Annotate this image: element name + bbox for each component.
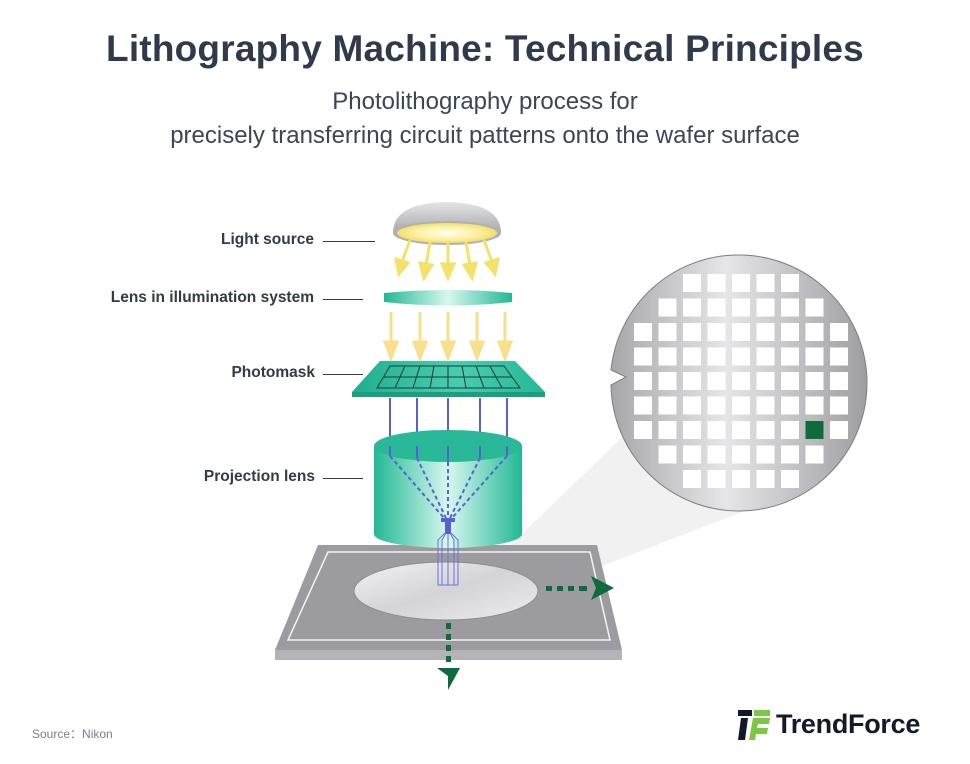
wafer-die — [805, 372, 824, 390]
wafer-die — [732, 372, 750, 390]
wafer-die — [683, 274, 701, 292]
wafer-die — [781, 470, 799, 488]
wafer-die — [830, 347, 848, 366]
label-photomask: Photomask — [231, 364, 315, 381]
leader-line-photomask — [323, 374, 363, 376]
wafer-die — [658, 323, 677, 341]
source-note: Source：Nikon — [32, 727, 113, 741]
label-light-source: Light source — [220, 231, 314, 248]
wafer-die — [756, 445, 775, 464]
wafer-die — [658, 298, 677, 317]
wafer-die — [707, 274, 726, 292]
wafer-die — [683, 421, 701, 439]
wafer-die — [707, 323, 726, 341]
wafer-die — [756, 323, 775, 341]
wafer-die — [658, 445, 677, 464]
wafer-die — [781, 323, 799, 341]
subtitle-line-2: precisely transferring circuit patterns … — [170, 122, 800, 149]
wafer-die — [830, 421, 848, 439]
wafer-die — [805, 421, 824, 439]
illumination-lens-icon — [384, 290, 512, 306]
wafer-die — [707, 445, 726, 464]
light-source-icon — [393, 202, 501, 245]
wafer-die — [658, 421, 677, 439]
leader-line-illumination-lens — [323, 299, 363, 301]
wafer-die — [805, 396, 824, 415]
wafer-die — [732, 445, 750, 464]
stage-motion-arrows — [437, 576, 614, 690]
wafer-die — [707, 347, 726, 366]
trendforce-logo-icon — [738, 709, 770, 740]
wafer-die — [732, 274, 750, 292]
wafer-die — [732, 396, 750, 415]
wafer-die — [683, 396, 701, 415]
wafer-die — [756, 470, 775, 488]
wafer-die — [756, 298, 775, 317]
wafer-die — [707, 372, 726, 390]
wafer-die — [634, 372, 652, 390]
projection-lens-icon — [374, 430, 522, 586]
wafer-die — [732, 298, 750, 317]
wafer-die — [756, 347, 775, 366]
wafer-die — [732, 421, 750, 439]
label-projection-lens: Projection lens — [203, 468, 315, 485]
wafer-die — [683, 372, 701, 390]
wafer-die — [805, 298, 824, 317]
leader-line-light-source — [323, 241, 375, 243]
wafer-die — [756, 372, 775, 390]
wafer-die — [830, 372, 848, 390]
wafer-die — [634, 396, 652, 415]
wafer-die — [781, 274, 799, 292]
wafer-die-grid — [634, 274, 848, 488]
wafer-die — [683, 470, 701, 488]
wafer-die — [781, 298, 799, 317]
wafer-die — [781, 372, 799, 390]
wafer-die — [683, 445, 701, 464]
magnified-wafer — [610, 254, 868, 512]
wafer-die — [707, 298, 726, 317]
wafer-die — [781, 421, 799, 439]
wafer-die — [634, 421, 652, 439]
wafer-die — [805, 347, 824, 366]
wafer-die — [756, 396, 775, 415]
light-rays-upper — [394, 239, 500, 282]
photomask-icon — [352, 361, 545, 397]
page-title: Lithography Machine: Technical Principle… — [106, 28, 864, 69]
leader-line-projection-lens — [323, 478, 363, 480]
wafer-die — [830, 323, 848, 341]
wafer-die — [658, 396, 677, 415]
wafer-die — [756, 421, 775, 439]
wafer-die — [781, 347, 799, 366]
wafer-die — [805, 445, 824, 464]
wafer-die — [658, 347, 677, 366]
wafer-die — [634, 323, 652, 341]
wafer-die — [634, 347, 652, 366]
wafer-die — [707, 470, 726, 488]
wafer-die — [683, 323, 701, 341]
wafer-die — [830, 396, 848, 415]
wafer-die — [805, 323, 824, 341]
wafer-die — [683, 347, 701, 366]
wafer-die — [781, 396, 799, 415]
wafer-die — [781, 445, 799, 464]
trendforce-logo: TrendForce — [738, 709, 920, 740]
wafer-stage — [275, 545, 622, 660]
wafer-die — [732, 323, 750, 341]
wafer-die — [732, 470, 750, 488]
wafer-die — [683, 298, 701, 317]
label-illumination-lens: Lens in illumination system — [110, 289, 314, 306]
wafer-die — [707, 396, 726, 415]
wafer-die — [707, 421, 726, 439]
wafer-die — [658, 372, 677, 390]
light-rays-lower — [382, 312, 514, 363]
wafer-die — [732, 347, 750, 366]
subtitle-line-1: Photolithography process for — [332, 88, 638, 115]
wafer-die — [756, 274, 775, 292]
brand-name: TrendForce — [776, 709, 921, 739]
